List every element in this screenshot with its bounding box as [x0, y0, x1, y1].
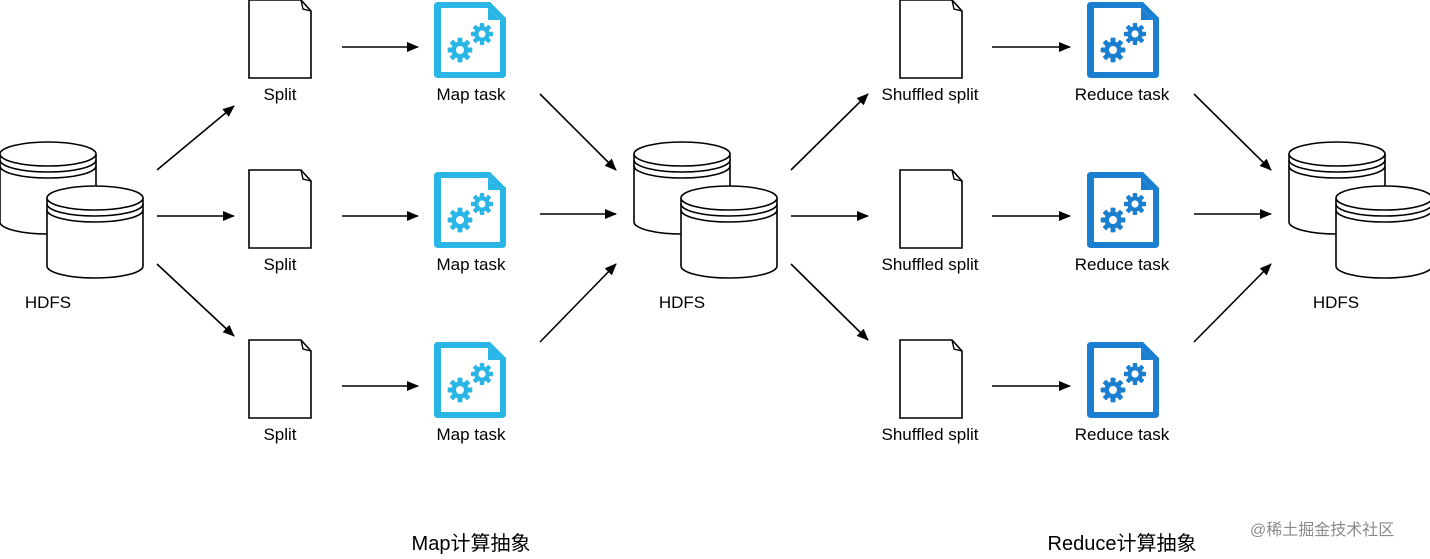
- split-document-icon: [248, 169, 312, 249]
- arrow: [539, 263, 617, 343]
- flow-arrows: [156, 42, 1272, 391]
- hdfs-output-database-icon: [1288, 141, 1430, 279]
- split-label: Split: [263, 85, 297, 104]
- shuffled-split-document-icon: [899, 0, 963, 79]
- map-task-gears-icon: [434, 342, 506, 418]
- reduce-task-label: Reduce task: [1074, 425, 1170, 444]
- reduce-task-gears-icon: [1087, 342, 1159, 418]
- map-task-gears-icon: [434, 172, 506, 248]
- shuffled-split-document-icon: [899, 169, 963, 249]
- hdfs-middle-database-icon: [633, 141, 778, 279]
- reduce-task-gears-icon: [1087, 2, 1159, 78]
- map-task-label: Map task: [436, 255, 506, 274]
- arrow: [790, 93, 869, 171]
- reduce-abstraction-caption: Reduce计算抽象: [1047, 533, 1197, 555]
- arrow: [156, 105, 235, 171]
- split-document-icon: [248, 339, 312, 419]
- map-task-label: Map task: [436, 85, 506, 104]
- shuffled-split-label: Shuffled split: [881, 255, 979, 274]
- watermark: @稀土掘金技术社区: [1250, 522, 1395, 539]
- hdfs-output-label: HDFS: [1312, 293, 1360, 312]
- split-label: Split: [263, 255, 297, 274]
- arrow: [1193, 93, 1272, 171]
- arrow: [790, 263, 869, 341]
- reduce-task-label: Reduce task: [1074, 255, 1170, 274]
- arrow: [1193, 263, 1272, 343]
- hdfs-input-database-icon: [0, 141, 144, 279]
- shuffled-split-label: Shuffled split: [881, 425, 979, 444]
- map-task-label: Map task: [436, 425, 506, 444]
- hdfs-input-label: HDFS: [24, 293, 72, 312]
- hdfs-middle-label: HDFS: [658, 293, 706, 312]
- shuffled-split-document-icon: [899, 339, 963, 419]
- arrow: [156, 263, 235, 337]
- shuffled-split-label: Shuffled split: [881, 85, 979, 104]
- reduce-task-label: Reduce task: [1074, 85, 1170, 104]
- reduce-task-gears-icon: [1087, 172, 1159, 248]
- split-label: Split: [263, 425, 297, 444]
- arrow: [539, 93, 617, 171]
- map-abstraction-caption: Map计算抽象: [411, 533, 531, 555]
- map-task-gears-icon: [434, 2, 506, 78]
- split-document-icon: [248, 0, 312, 79]
